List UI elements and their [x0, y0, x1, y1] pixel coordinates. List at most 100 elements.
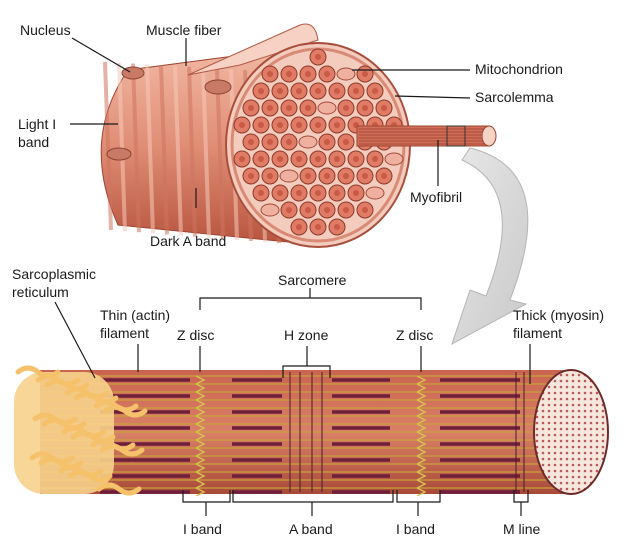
mitochondrion-shape: [298, 135, 318, 149]
z-disc-zigzag: [195, 407, 206, 417]
z-disc-zigzag: [416, 423, 427, 433]
myofibril-dots: [324, 173, 330, 179]
fiber-stripe: [159, 65, 169, 235]
myofibril-dots: [343, 139, 349, 145]
myofibril-dots: [362, 71, 368, 77]
myofibril-dots: [277, 88, 283, 94]
myofibril-dots: [362, 105, 368, 111]
fiber-stripe: [215, 68, 225, 239]
sarcolemma-flap: [187, 23, 319, 76]
fiber-stripe: [173, 65, 183, 236]
dark-a-band-label: Dark A band: [150, 233, 227, 249]
z-disc-zigzag: [416, 391, 427, 401]
myofibril-dots: [296, 224, 302, 230]
myofibril-dots: [305, 105, 311, 111]
nucleus-shape: [106, 147, 132, 161]
z-disc-zigzag: [416, 471, 427, 481]
myofibril-dots: [381, 173, 387, 179]
h-zone-label: H zone: [284, 327, 329, 343]
myofibril-dots: [324, 71, 330, 77]
z-disc-zigzag: [195, 423, 206, 433]
z-disc-zigzag: [195, 487, 206, 496]
i-band-left-label: I band: [183, 521, 222, 537]
mitochondrion-shape: [317, 101, 337, 115]
myofibril-dots: [277, 190, 283, 196]
a-band-bracket: [232, 490, 394, 503]
mitochondrion-shape: [260, 203, 280, 217]
thin-filament-label-line1: Thin (actin): [100, 307, 171, 323]
myofibril-dots: [239, 122, 245, 128]
nucleus-leader: [71, 37, 131, 73]
z-disc-zigzag: [416, 487, 427, 496]
thin-filament-label-line2: filament: [100, 325, 150, 341]
z-disc-zigzag: [195, 431, 206, 441]
myofibril-dots: [267, 105, 273, 111]
myofibril-dots: [277, 156, 283, 162]
myofibril-dots: [258, 88, 264, 94]
z-disc-zigzag: [416, 415, 427, 425]
z-disc-zigzag: [416, 463, 427, 473]
myofibril-dots: [296, 190, 302, 196]
myofibril-dots: [286, 105, 292, 111]
fiber-stripe: [201, 67, 211, 238]
mitochondrion-shape: [384, 152, 404, 166]
z-disc-zigzag: [195, 439, 206, 449]
sarcoplasmic-reticulum-label-line2: reticulum: [12, 284, 69, 300]
myofibril-dots: [296, 156, 302, 162]
nucleus-label: Nucleus: [20, 22, 71, 38]
fiber-stripe: [103, 61, 113, 231]
myofibril-dots: [372, 156, 378, 162]
myofibril-dots: [343, 105, 349, 111]
myofibril-end: [481, 125, 497, 147]
myofibril-dots: [343, 173, 349, 179]
z-disc-zigzag: [195, 455, 206, 465]
mitochondrion-label: Mitochondrion: [475, 61, 563, 77]
z-disc-zigzag: [416, 447, 427, 457]
a-band-label: A band: [289, 521, 333, 537]
z-disc-zigzag: [195, 375, 206, 385]
z-disc-zigzag: [416, 479, 427, 489]
z-disc-left-label: Z disc: [177, 327, 215, 343]
fiber-stripe: [145, 64, 155, 234]
z-disc-zigzag: [416, 375, 427, 385]
myofibril-dots: [315, 190, 321, 196]
myofibril-dots: [334, 156, 340, 162]
myofibril-dots: [248, 173, 254, 179]
myofibril-dots: [343, 207, 349, 213]
reticulum-leader: [54, 301, 96, 379]
myofibril-dots: [324, 139, 330, 145]
myofibril-dots: [362, 173, 368, 179]
myofibril-dots: [334, 88, 340, 94]
myofibril-dots: [286, 71, 292, 77]
myofibril-dots: [258, 156, 264, 162]
myofibril-dots: [286, 139, 292, 145]
reticulum-tubule: [90, 438, 136, 452]
myofibril-dots: [286, 207, 292, 213]
myofibril-dots: [353, 190, 359, 196]
sarcomere-label: Sarcomere: [278, 272, 347, 288]
myofibril-dots: [267, 173, 273, 179]
sarcomere-tube: [14, 365, 609, 496]
sarcomere-bracket: [199, 297, 422, 310]
reticulum-tubule: [35, 373, 81, 387]
myofibril-dots: [305, 173, 311, 179]
myofibril-dots: [315, 88, 321, 94]
myofibril-dots: [296, 122, 302, 128]
myofibril-dots: [315, 156, 321, 162]
reticulum-tubule: [61, 425, 107, 439]
myofibril-dots: [353, 88, 359, 94]
sarcolemma-label: Sarcolemma: [475, 89, 554, 105]
z-disc-zigzag: [195, 391, 206, 401]
zoom-arrow: [451, 147, 529, 346]
i-band-right-label: I band: [396, 521, 435, 537]
myofibril-dots: [372, 88, 378, 94]
z-disc-right-label: Z disc: [396, 327, 434, 343]
z-disc-zigzag: [195, 415, 206, 425]
myofibril-dots: [239, 156, 245, 162]
reticulum-tubule: [29, 451, 75, 465]
myofibril-dots: [267, 139, 273, 145]
z-disc-zigzag: [416, 407, 427, 417]
reticulum-tubule: [96, 482, 142, 496]
reticulum-tubule: [64, 386, 110, 400]
myofibril-dots: [381, 105, 387, 111]
